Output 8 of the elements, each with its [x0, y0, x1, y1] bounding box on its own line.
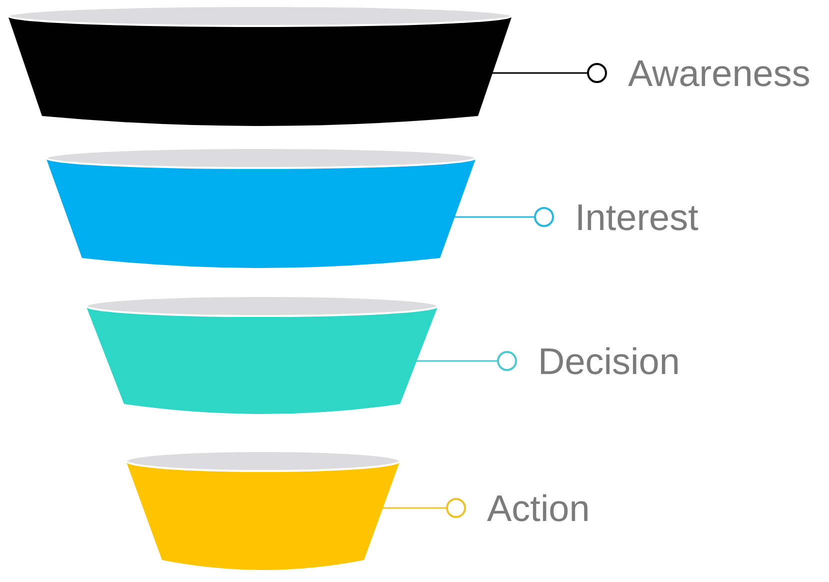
- connector-line: [452, 207, 554, 227]
- stage-label: Awareness: [628, 54, 810, 92]
- stage-label: Interest: [575, 198, 698, 236]
- connector-line: [490, 63, 607, 83]
- stage-label: Action: [487, 490, 590, 526]
- stage-label: Decision: [538, 342, 680, 380]
- connector-line: [414, 351, 517, 371]
- connector-line: [380, 498, 466, 518]
